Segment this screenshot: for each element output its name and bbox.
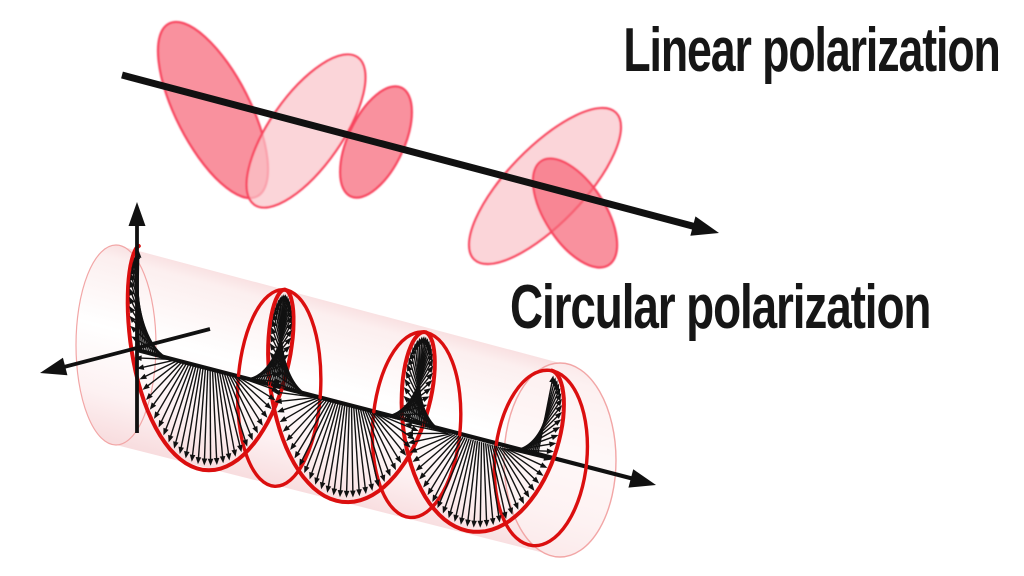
circular-wave-figure <box>40 202 656 558</box>
linear-polarization-title: Linear polarization <box>623 16 1001 85</box>
circular-polarization-title: Circular polarization <box>510 273 931 342</box>
propagation-arrow-linear <box>121 71 719 236</box>
coordinate-axes <box>40 202 656 488</box>
propagation-axis-circular <box>136 347 635 482</box>
helix-curve <box>125 244 566 534</box>
field-vector-fan <box>129 250 563 528</box>
wave-lobe-light <box>245 53 367 209</box>
linear-wave-figure <box>121 20 719 269</box>
